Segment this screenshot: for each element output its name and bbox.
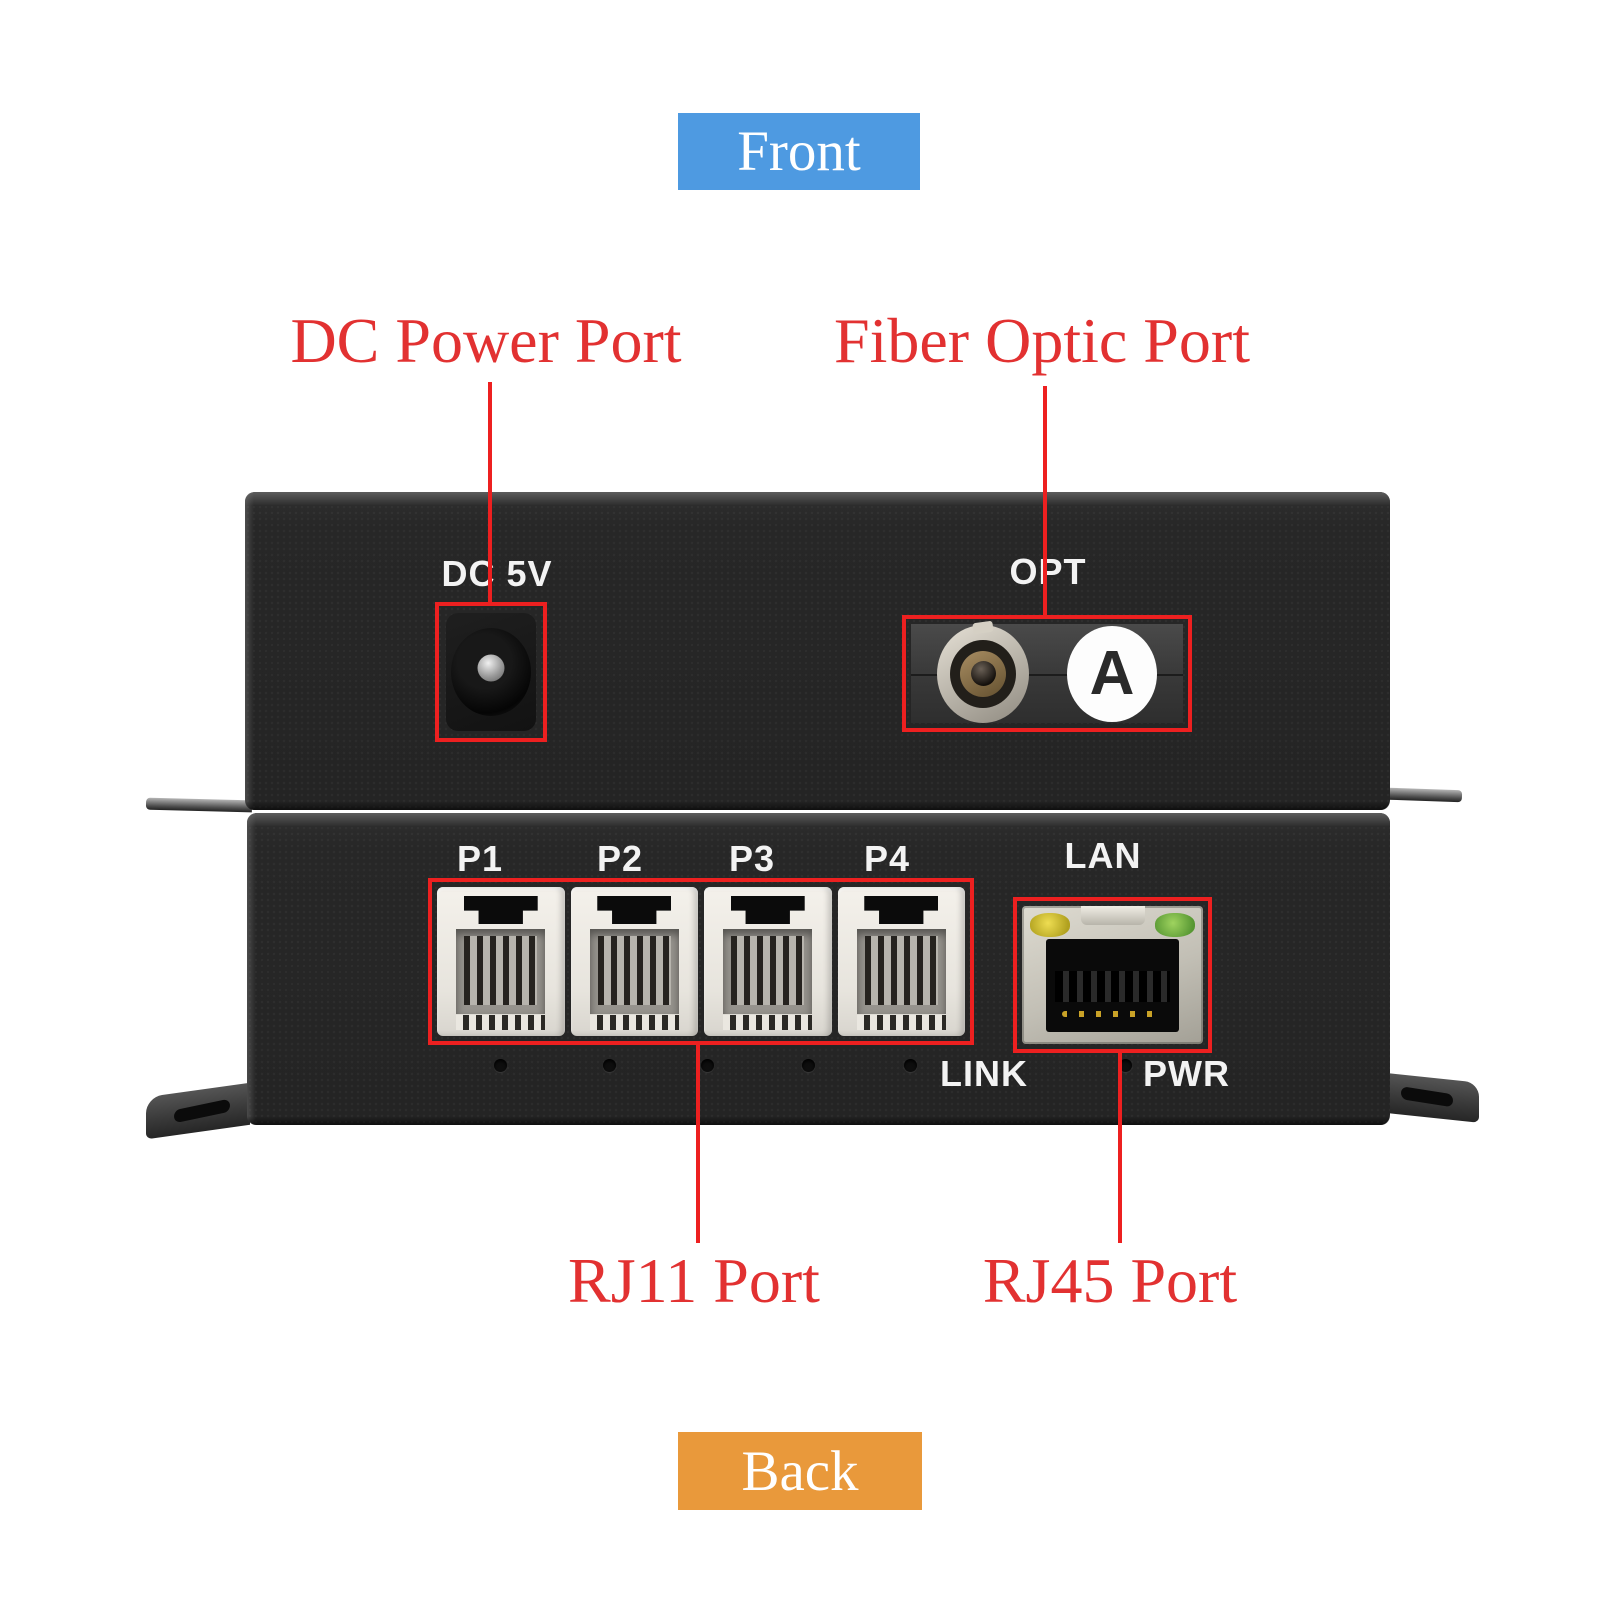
rj11-jack-p2 xyxy=(570,887,698,1036)
lan-label: LAN xyxy=(1064,835,1142,876)
rj45-cavity xyxy=(1045,939,1180,1032)
port-p1-label: P1 xyxy=(456,838,504,879)
rj11-pin-face xyxy=(856,928,946,1014)
status-dot-link xyxy=(904,1059,917,1072)
front-device-right-mounting-tab xyxy=(1387,787,1463,803)
front-panel-top-bevel xyxy=(245,492,1390,505)
rj11-jack-p1 xyxy=(437,887,565,1036)
rj11-bottom-comb xyxy=(589,1015,679,1031)
back-panel-bottom-bevel xyxy=(247,1116,1390,1125)
rj45-port-callout-label: RJ45 Port xyxy=(982,1245,1238,1316)
rj45-port-highlight-box xyxy=(1013,897,1212,1053)
fiber-optic-leader-line xyxy=(1043,386,1047,616)
front-panel-left-bevel xyxy=(245,492,254,810)
dc-power-port-highlight-box xyxy=(435,602,547,742)
mounting-screw-slot xyxy=(173,1098,231,1124)
rj11-leader-line xyxy=(696,1043,700,1243)
fiber-connector-core xyxy=(970,661,996,686)
rj11-latch-opening xyxy=(597,895,672,925)
dc-5v-silkscreen-label: DC 5V xyxy=(441,553,553,594)
port-p4-label: P4 xyxy=(863,838,911,879)
back-view-badge-label: Back xyxy=(741,1439,859,1503)
back-panel-left-bevel xyxy=(247,813,256,1125)
port-p3-label: P3 xyxy=(728,838,776,879)
rj11-bottom-comb xyxy=(856,1015,946,1031)
dc-power-leader-line xyxy=(488,382,492,604)
rj11-jack-p4 xyxy=(837,887,965,1036)
fiber-connector-ferrule-ring xyxy=(960,650,1006,697)
status-dot-p4 xyxy=(802,1059,815,1072)
back-device-right-mounting-flange xyxy=(1389,1073,1479,1123)
rj11-jack-p3 xyxy=(704,887,832,1036)
fiber-connector-ring xyxy=(950,639,1016,708)
fiber-module-seam xyxy=(911,673,1183,676)
converter-back-panel: P1 P2 P3 P4 LAN xyxy=(247,813,1390,1125)
status-dot-p1 xyxy=(494,1059,507,1072)
status-dot-pwr xyxy=(1119,1059,1132,1072)
fiber-connector-key-tab xyxy=(972,620,994,634)
rj11-latch-opening xyxy=(463,895,538,925)
rj45-green-led xyxy=(1155,913,1195,937)
rj11-latch-opening xyxy=(864,895,939,925)
rj11-bottom-comb xyxy=(456,1015,546,1031)
rj11-pin-face xyxy=(723,928,813,1014)
front-view-badge-label: Front xyxy=(737,120,861,183)
back-view-badge: Back xyxy=(678,1432,922,1510)
back-device-left-mounting-flange xyxy=(146,1082,250,1140)
rj45-jack xyxy=(1022,906,1203,1044)
rj45-yellow-led xyxy=(1030,913,1070,937)
rj45-top-metal-tab xyxy=(1080,906,1145,925)
front-panel-bottom-bevel xyxy=(245,801,1390,810)
front-device-left-mounting-tab xyxy=(145,797,253,813)
rj11-latch-opening xyxy=(730,895,805,925)
rj11-pin-face xyxy=(456,928,546,1014)
rj11-bottom-comb xyxy=(723,1015,813,1031)
rj11-pin-face xyxy=(589,928,679,1014)
link-label: LINK xyxy=(940,1053,1028,1094)
dc-power-port-callout-label: DC Power Port xyxy=(290,305,682,376)
fiber-unit-a-marker: A xyxy=(1067,625,1157,722)
pwr-label: PWR xyxy=(1143,1053,1230,1094)
back-panel-top-bevel xyxy=(247,813,1390,826)
mounting-screw-slot xyxy=(1400,1086,1454,1108)
dc-power-jack xyxy=(446,613,536,731)
fiber-optic-port-highlight-box: A xyxy=(902,615,1192,732)
status-dot-p3 xyxy=(701,1059,714,1072)
converter-front-panel: DC 5V OPT A xyxy=(245,492,1390,810)
fiber-optic-port-callout-label: Fiber Optic Port xyxy=(834,305,1250,376)
rj11-ports-highlight-box xyxy=(428,878,974,1045)
opt-silkscreen-label: OPT xyxy=(1009,551,1087,592)
fiber-unit-a-marker-letter: A xyxy=(1089,639,1135,708)
fiber-optic-module: A xyxy=(911,620,1183,723)
fiber-optic-connector xyxy=(937,620,1029,723)
rj45-leader-line xyxy=(1118,1051,1122,1243)
status-dot-p2 xyxy=(603,1059,616,1072)
dc-jack-center-pin xyxy=(477,654,505,682)
rj11-port-callout-label: RJ11 Port xyxy=(568,1245,820,1316)
port-p2-label: P2 xyxy=(596,838,644,879)
front-view-badge: Front xyxy=(678,113,920,190)
